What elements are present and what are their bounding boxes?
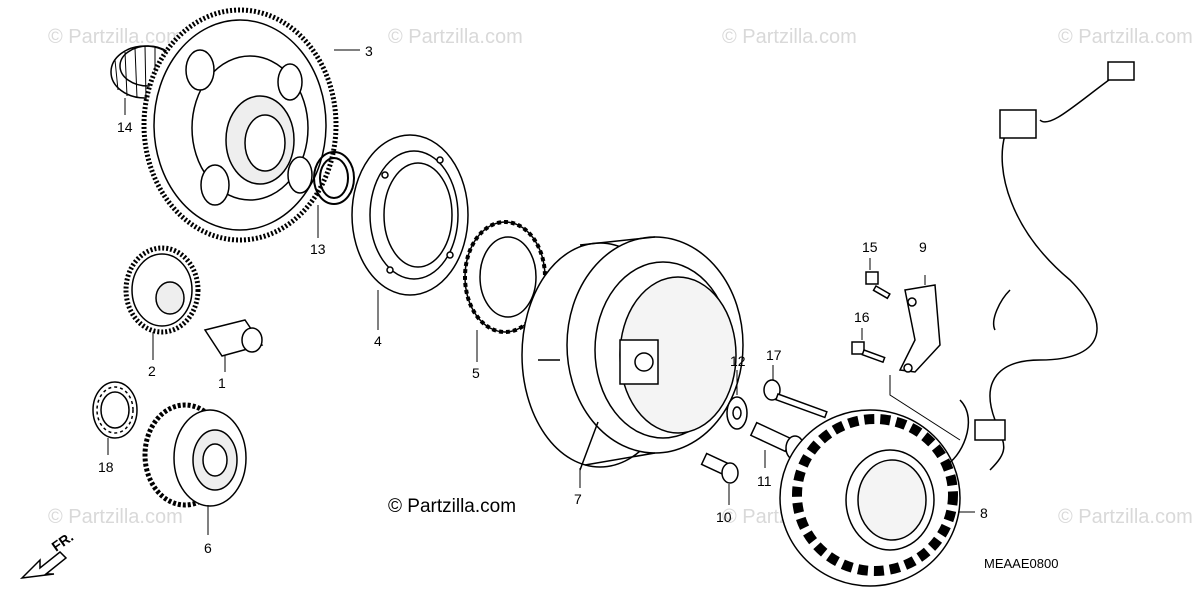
- callout-1: 1: [218, 375, 226, 391]
- washer-13: [313, 151, 355, 205]
- callout-10: 10: [716, 509, 732, 525]
- bracket-9: [898, 284, 941, 373]
- idle-gear-2: [123, 245, 201, 335]
- bolt-15: [865, 271, 891, 300]
- diagram-code: MEAAE0800: [984, 556, 1059, 571]
- callout-15: 15: [862, 239, 878, 255]
- callout-14: 14: [117, 119, 133, 135]
- callout-17: 17: [766, 347, 782, 363]
- callout-4: 4: [374, 333, 382, 349]
- callout-8: 8: [980, 505, 988, 521]
- callout-2: 2: [148, 363, 156, 379]
- callout-numbers: 1 2 3 4 5 6 7 8 9 10 11 12 13 14 15 16 1…: [98, 43, 988, 556]
- watermark: © Partzilla.com: [1058, 26, 1193, 48]
- callout-13: 13: [310, 241, 326, 257]
- watermark: © Partzilla.com: [722, 26, 857, 48]
- watermark: © Partzilla.com: [48, 26, 183, 48]
- callout-3: 3: [365, 43, 373, 59]
- callout-16: 16: [854, 309, 870, 325]
- clutch-gear-assembly-6: [142, 402, 247, 508]
- stator-8: [779, 409, 961, 587]
- starter-driven-gear-3: [141, 7, 339, 243]
- callout-11: 11: [757, 473, 772, 489]
- starter-clutch-outer-4: [351, 134, 469, 296]
- direction-label: FR.: [49, 528, 77, 554]
- callout-5: 5: [472, 365, 480, 381]
- callout-9: 9: [919, 239, 927, 255]
- flywheel-7: [521, 236, 744, 471]
- watermark: © Partzilla.com: [48, 506, 183, 528]
- leader-lines: [107, 49, 975, 535]
- callout-12: 12: [730, 353, 746, 369]
- callout-7: 7: [574, 491, 582, 507]
- washer-12: [726, 396, 748, 430]
- wiring-harness: [944, 61, 1135, 471]
- watermark: © Partzilla.com: [388, 26, 523, 48]
- brand-text: © Partzilla.com: [388, 496, 517, 517]
- bolt-16: [851, 341, 886, 364]
- callout-6: 6: [204, 540, 212, 556]
- bolt-10: [700, 452, 739, 484]
- front-direction-arrow-icon: FR.: [19, 528, 77, 580]
- watermark: © Partzilla.com: [1058, 506, 1193, 528]
- bolt-17: [763, 379, 828, 419]
- bearing-18: [92, 381, 138, 439]
- callout-18: 18: [98, 459, 114, 475]
- shaft-1: [203, 319, 264, 357]
